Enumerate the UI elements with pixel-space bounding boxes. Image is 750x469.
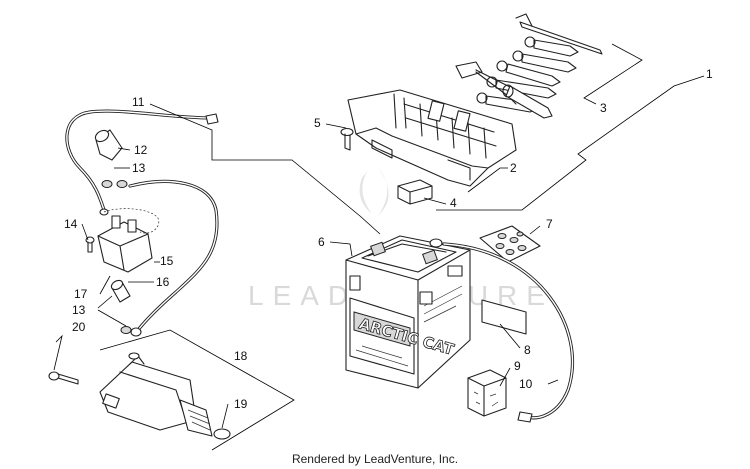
callout-6: 6 [318, 235, 325, 249]
callout-7: 7 [546, 217, 553, 231]
battery: ARCTIC CAT [345, 235, 471, 389]
terminal-screw-kit [479, 225, 541, 263]
callout-11: 11 [132, 95, 145, 109]
foam-block [467, 369, 507, 417]
callout-13-lower: 13 [72, 303, 86, 317]
callout-16: 16 [156, 275, 170, 289]
terminal-pos [419, 291, 433, 305]
callout-10: 10 [519, 377, 533, 391]
starter-motor [99, 352, 213, 437]
callout-13-upper: 13 [132, 161, 146, 175]
callout-2: 2 [510, 161, 517, 175]
callout-18: 18 [234, 349, 248, 363]
terminal-boot [94, 129, 123, 161]
starter-solenoid [97, 208, 160, 273]
callout-17: 17 [74, 287, 88, 301]
callout-12: 12 [134, 143, 148, 157]
terminal-cap [110, 279, 131, 303]
render-credit: Rendered by LeadVenture, Inc. [291, 452, 459, 466]
callout-4: 4 [450, 196, 457, 210]
tool-tray [347, 89, 517, 187]
nut-lower [120, 326, 132, 334]
callout-5: 5 [314, 116, 321, 130]
callout-3: 3 [600, 101, 607, 115]
terminal-neg [349, 275, 361, 291]
callout-9: 9 [514, 359, 521, 373]
o-ring [213, 428, 231, 440]
callout-19: 19 [234, 397, 248, 411]
cable-11 [65, 109, 219, 216]
foam-pad [397, 179, 433, 205]
callout-20: 20 [72, 320, 86, 334]
callout-15: 15 [160, 254, 174, 268]
starter-bolt [48, 371, 79, 385]
tray-bolt [340, 127, 354, 151]
tool-kit [455, 13, 603, 119]
callout-labels: 1 2 3 4 5 6 7 8 9 10 11 12 13 13 14 15 1… [64, 67, 713, 411]
callout-8: 8 [524, 343, 531, 357]
callout-14: 14 [64, 217, 78, 231]
battery-pad [481, 299, 527, 335]
cable-15 [128, 179, 219, 337]
callout-1: 1 [706, 67, 713, 81]
nut-upper [101, 180, 128, 188]
leader-lines [53, 43, 705, 451]
solenoid-screw [85, 236, 95, 253]
positive-cable [429, 238, 574, 423]
